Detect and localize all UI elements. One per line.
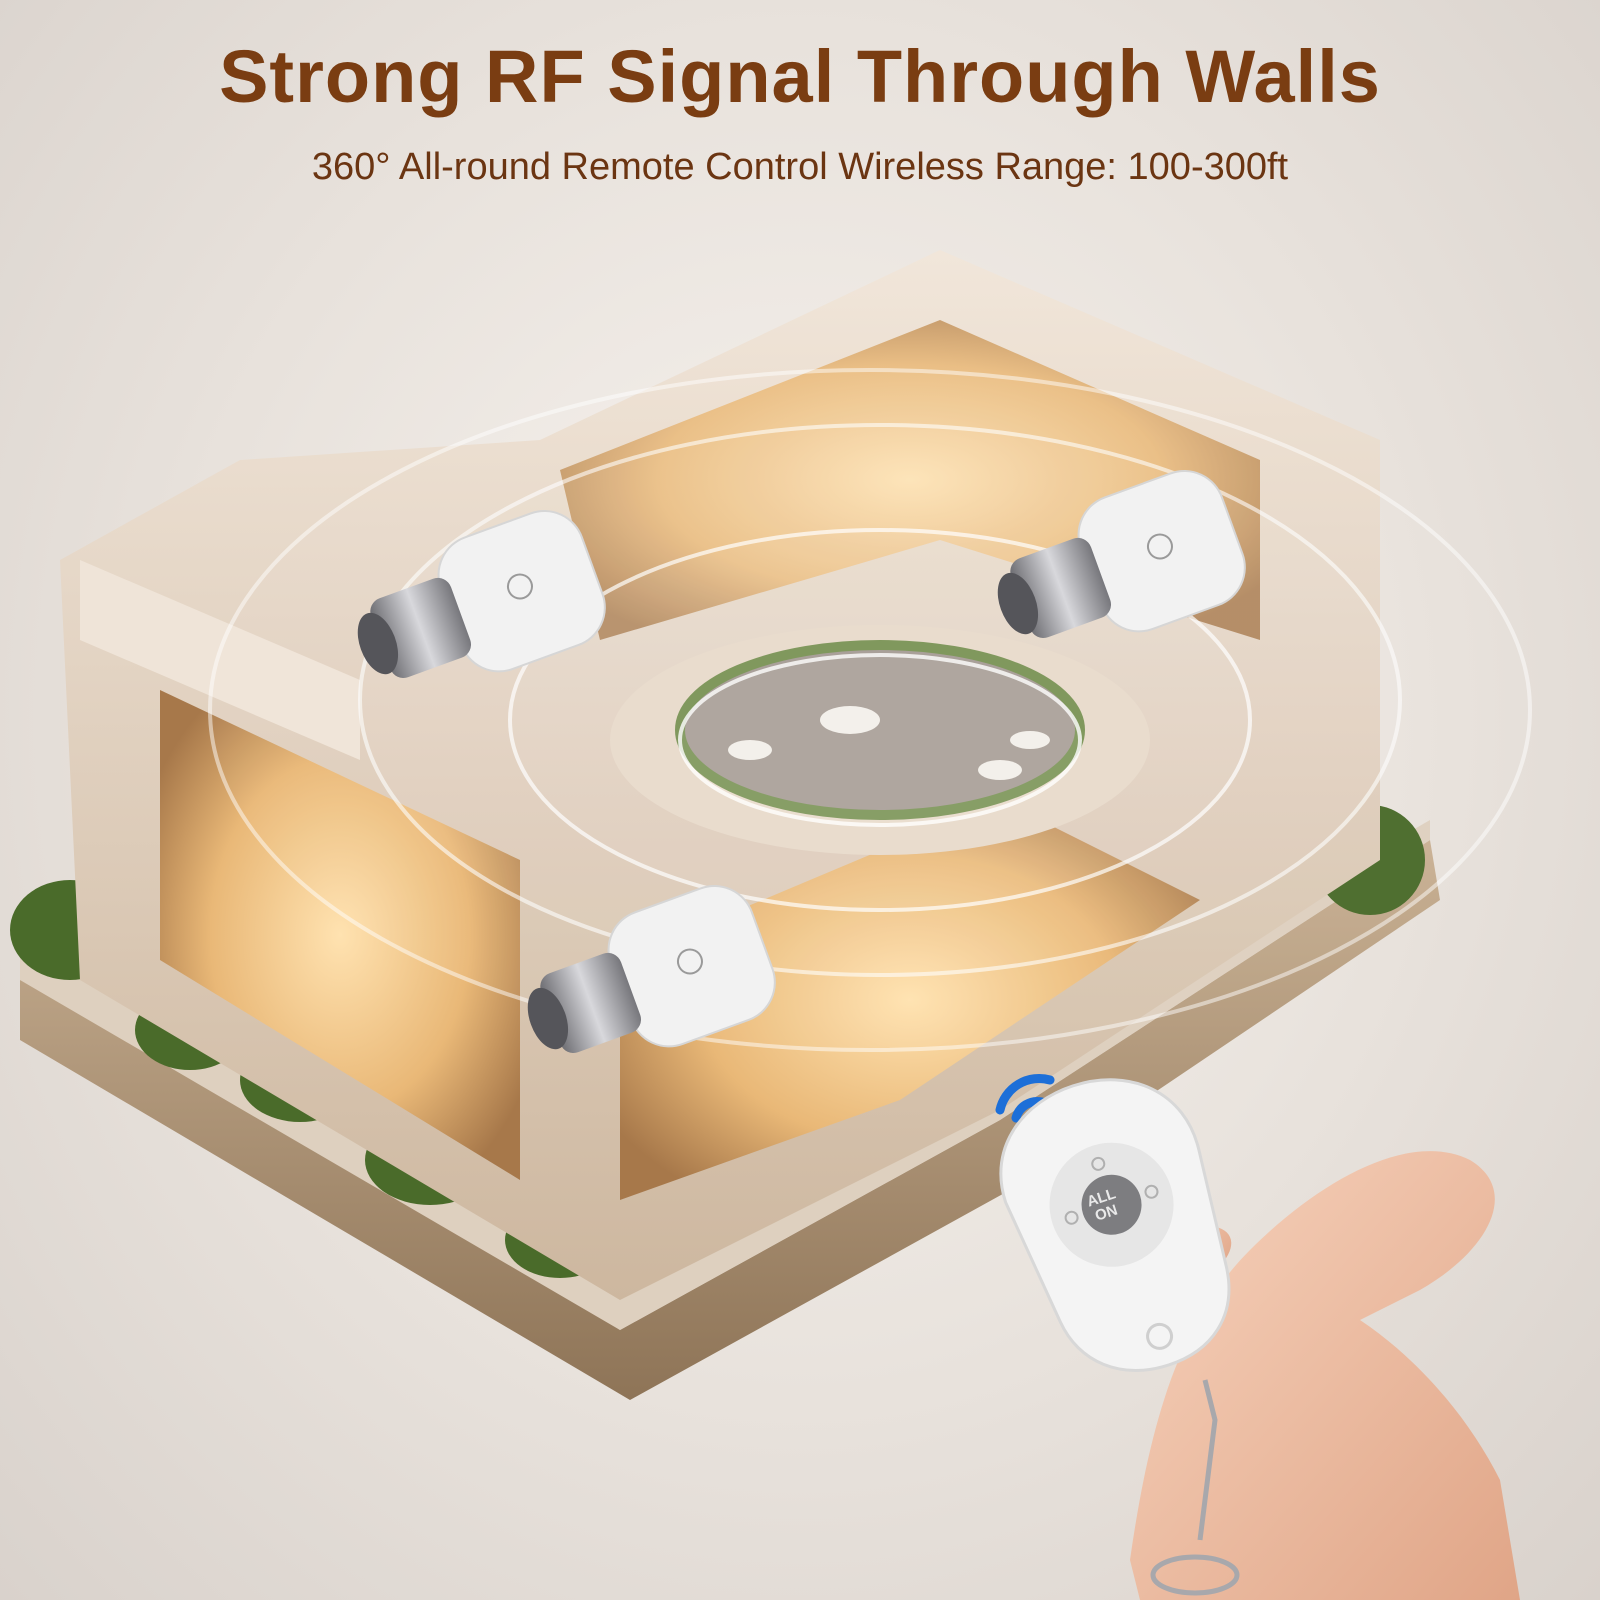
round-courtyard: [610, 625, 1150, 855]
subheadline: 360° All-round Remote Control Wireless R…: [311, 146, 1289, 188]
remote-control: [999, 1078, 1231, 1372]
power-icon: [506, 573, 533, 600]
keychain: [1150, 1379, 1240, 1596]
all-on-button: [1081, 1174, 1142, 1235]
sun-icon: [1064, 1156, 1159, 1225]
bulb-adapter-right: [997, 470, 1246, 639]
signal-rings: [208, 368, 1532, 1052]
power-icon: [1146, 533, 1173, 560]
power-icon: [676, 948, 703, 975]
bulb-adapter-left: [357, 510, 606, 679]
bulb-adapter-bottom: [527, 885, 776, 1054]
headline: Strong RF Signal Through Walls: [219, 35, 1381, 118]
